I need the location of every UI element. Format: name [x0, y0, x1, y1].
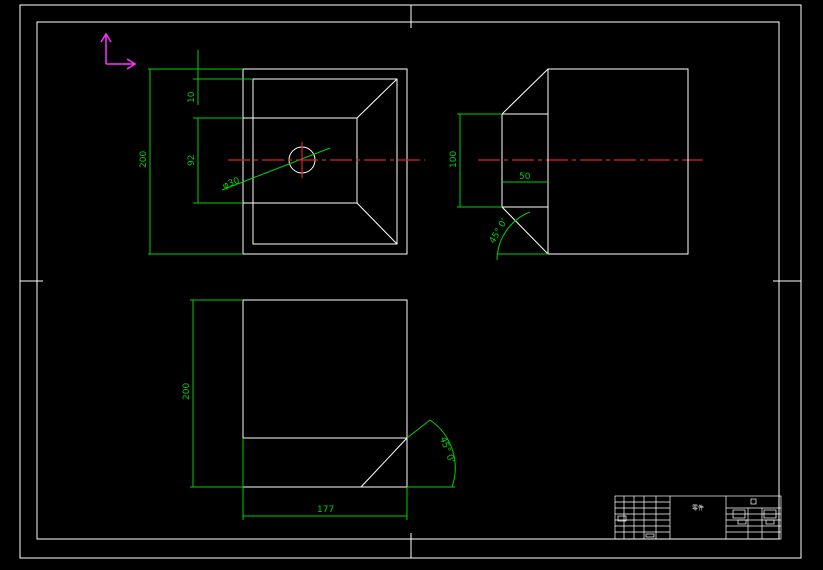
dim-top-height: 200: [182, 383, 192, 400]
top-dimensions: [190, 299, 456, 520]
dim-front-top-offset: 10: [187, 91, 197, 103]
front-chamfer-bottom: [356, 202, 398, 245]
side-small-rect: [501, 113, 549, 208]
front-chamfer-top: [356, 78, 398, 119]
side-dimensions: [457, 113, 548, 261]
top-outer-rect: [242, 299, 408, 488]
top-view[interactable]: [242, 299, 408, 488]
title-block-drawing-name: 零件: [692, 504, 704, 512]
dim-front-total-height: 200: [139, 151, 149, 168]
dim-top-width: 177: [317, 505, 334, 515]
dim-top-angle: 45° 0': [437, 436, 456, 465]
side-view[interactable]: [501, 68, 689, 255]
front-outer-rect: [242, 68, 408, 255]
side-chamfer-bottom: [501, 206, 549, 255]
front-dimensions: [148, 50, 331, 255]
side-large-rect: [547, 68, 689, 255]
front-middle-rect: [252, 78, 398, 245]
outer-frame: [19, 4, 802, 559]
ucs-axis-icon: [100, 32, 137, 70]
dim-front-inner-height: 92: [187, 155, 197, 166]
side-chamfer-top: [501, 68, 549, 115]
front-view[interactable]: [242, 68, 408, 255]
dim-side-height: 100: [449, 151, 459, 168]
dim-front-hole-diameter: φ30: [221, 176, 241, 192]
dim-side-width: 50: [519, 172, 531, 182]
top-chamfer: [360, 437, 408, 488]
inner-frame: [36, 21, 780, 540]
title-block[interactable]: [614, 495, 782, 540]
dim-side-angle: 45° 0': [488, 217, 510, 245]
